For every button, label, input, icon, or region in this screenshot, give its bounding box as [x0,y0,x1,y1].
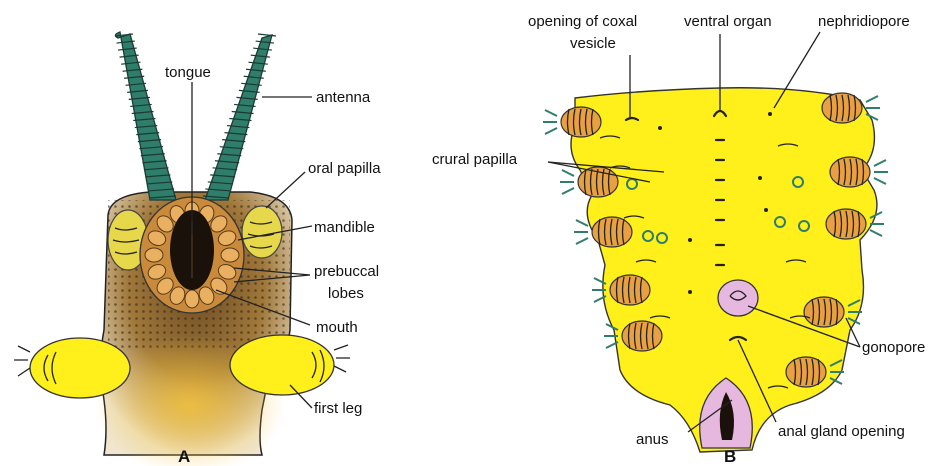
prebuccal-lobe [185,290,199,308]
label-gonopore: gonopore [862,339,925,356]
panel-a: tongue antenna oral papilla mandible pre… [14,32,381,466]
caption-a: A [178,447,190,466]
prebuccal-lobe [145,248,163,262]
panel-b: opening of coxal vesicle ventral organ n… [432,13,925,466]
prebuccal-lobe [221,248,239,262]
label-oral-papilla: oral papilla [308,160,381,177]
label-nephridiopore: nephridiopore [818,13,910,30]
pore-dot [688,238,692,242]
label-first-leg: first leg [314,400,362,417]
first-leg-right [230,335,350,395]
label-prebuccal-1: prebuccal [314,263,379,280]
leg-b [830,157,888,187]
antenna-ring [258,34,276,36]
pore-dot [758,176,762,180]
caption-b: B [724,447,736,466]
label-antenna: antenna [316,89,371,106]
pore-dot [658,126,662,130]
label-coxal-1: opening of coxal [528,13,637,30]
label-coxal-2: vesicle [570,35,616,52]
leg-b [560,167,618,197]
pore-dot [764,208,768,212]
leg-b [592,275,650,305]
leg-b [543,107,601,137]
label-mouth: mouth [316,319,358,336]
label-ventral-organ: ventral organ [684,13,772,30]
label-anus: anus [636,431,669,448]
label-prebuccal-2: lobes [328,285,364,302]
label-anal-gland-opening: anal gland opening [778,423,905,440]
pore-dot [688,290,692,294]
gonopore-structure [718,280,758,316]
label-tongue: tongue [165,64,211,81]
leg-b [574,217,632,247]
label-crural-papilla: crural papilla [432,151,518,168]
first-leg-left [14,338,130,398]
nephridiopore-dot [768,112,772,116]
oral-papilla-right [242,206,282,258]
label-mandible: mandible [314,219,375,236]
